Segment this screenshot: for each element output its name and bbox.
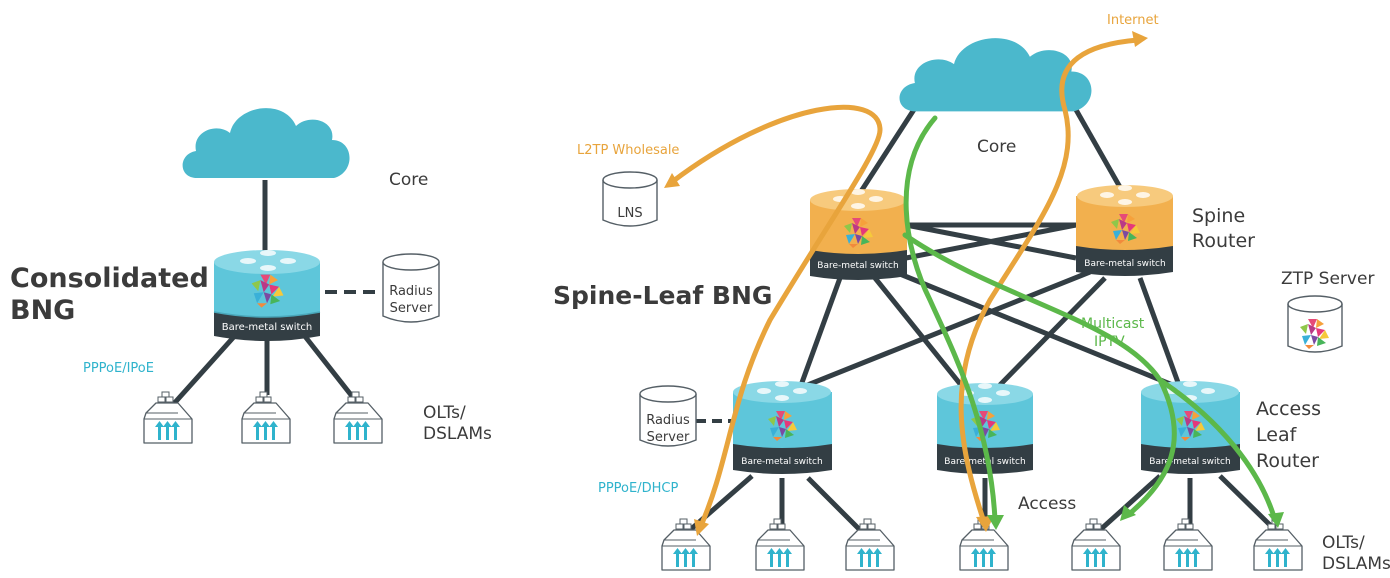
right-radius-label-line1: Radius [646,413,690,428]
green-arrowheads [987,505,1284,530]
lns-server-icon [602,171,658,227]
right-olt-icon-2 [755,518,805,571]
multicast-label-line1: Multicast [1081,316,1145,332]
l2tp-wholesale-label: L2TP Wholesale [577,143,679,158]
leaf-switch-3-label: Bare-metal switch [1149,457,1230,467]
orange-arrowheads [664,31,1148,536]
right-radius-label-line2: Server [647,430,690,445]
ztp-server-icon [1287,295,1343,353]
spine-router-label-line2: Router [1192,230,1255,252]
right-radius-server-icon [639,385,697,447]
leaf-switch-1-label: Bare-metal switch [741,457,822,467]
consolidated-bng-section: Core Bare-metal switch Radius Server Con… [10,108,492,444]
left-core-label: Core [389,170,428,190]
right-protocol-label: PPPoE/DHCP [598,481,678,496]
leaf-switch-2-label: Bare-metal switch [944,457,1025,467]
spine-leaf-title: Spine-Leaf BNG [553,281,772,310]
left-radius-server-icon [382,253,440,323]
spine-switch-1-icon [810,189,907,280]
green-flow-paths [902,115,1278,523]
left-olt-icon-2 [241,391,291,444]
ztp-server-label: ZTP Server [1281,269,1374,289]
leaf-switch-1-icon [733,381,832,474]
left-olts-label-line1: OLTs/ [423,403,466,423]
access-leaf-label-line1: Access [1256,398,1321,420]
left-radius-label-line2: Server [390,301,433,316]
left-radius-label-line1: Radius [389,284,433,299]
access-leaf-label-line2: Leaf [1256,424,1298,446]
left-protocol-label: PPPoE/IPoE [83,361,154,376]
spine-router-label-line1: Spine [1192,205,1245,227]
right-olts-label-line2: DSLAMs [1322,554,1390,574]
spine-switch-1-label: Bare-metal switch [817,261,898,271]
left-olts-label-line2: DSLAMs [423,424,492,444]
leaf-switch-2-icon [937,383,1033,474]
right-olt-icon-5 [1071,518,1121,571]
consolidated-title-line2: BNG [10,295,75,326]
spine-switch-2-label: Bare-metal switch [1084,259,1165,269]
core-cloud-icon [182,108,350,178]
left-olt-icon-3 [333,391,383,444]
multicast-label-line2: IPTV [1094,334,1125,350]
orange-flow-paths [669,37,1141,531]
lns-label: LNS [617,206,642,221]
internet-label: Internet [1107,13,1159,28]
access-label: Access [1018,494,1076,514]
right-olts-label-line1: OLTs/ [1322,533,1365,553]
spine-leaf-bng-section: Core Bare-metal switch Bare-metal switch [553,13,1390,574]
spine-switch-2-icon [1076,185,1173,276]
left-olt-icon-1 [143,391,193,444]
left-switch-label: Bare-metal switch [222,322,312,333]
consolidated-title-line1: Consolidated [10,263,209,294]
access-leaf-label-line3: Router [1256,450,1319,472]
left-bare-metal-switch-icon [213,250,321,341]
right-olt-icon-6 [1163,518,1213,571]
right-core-label: Core [977,137,1016,157]
